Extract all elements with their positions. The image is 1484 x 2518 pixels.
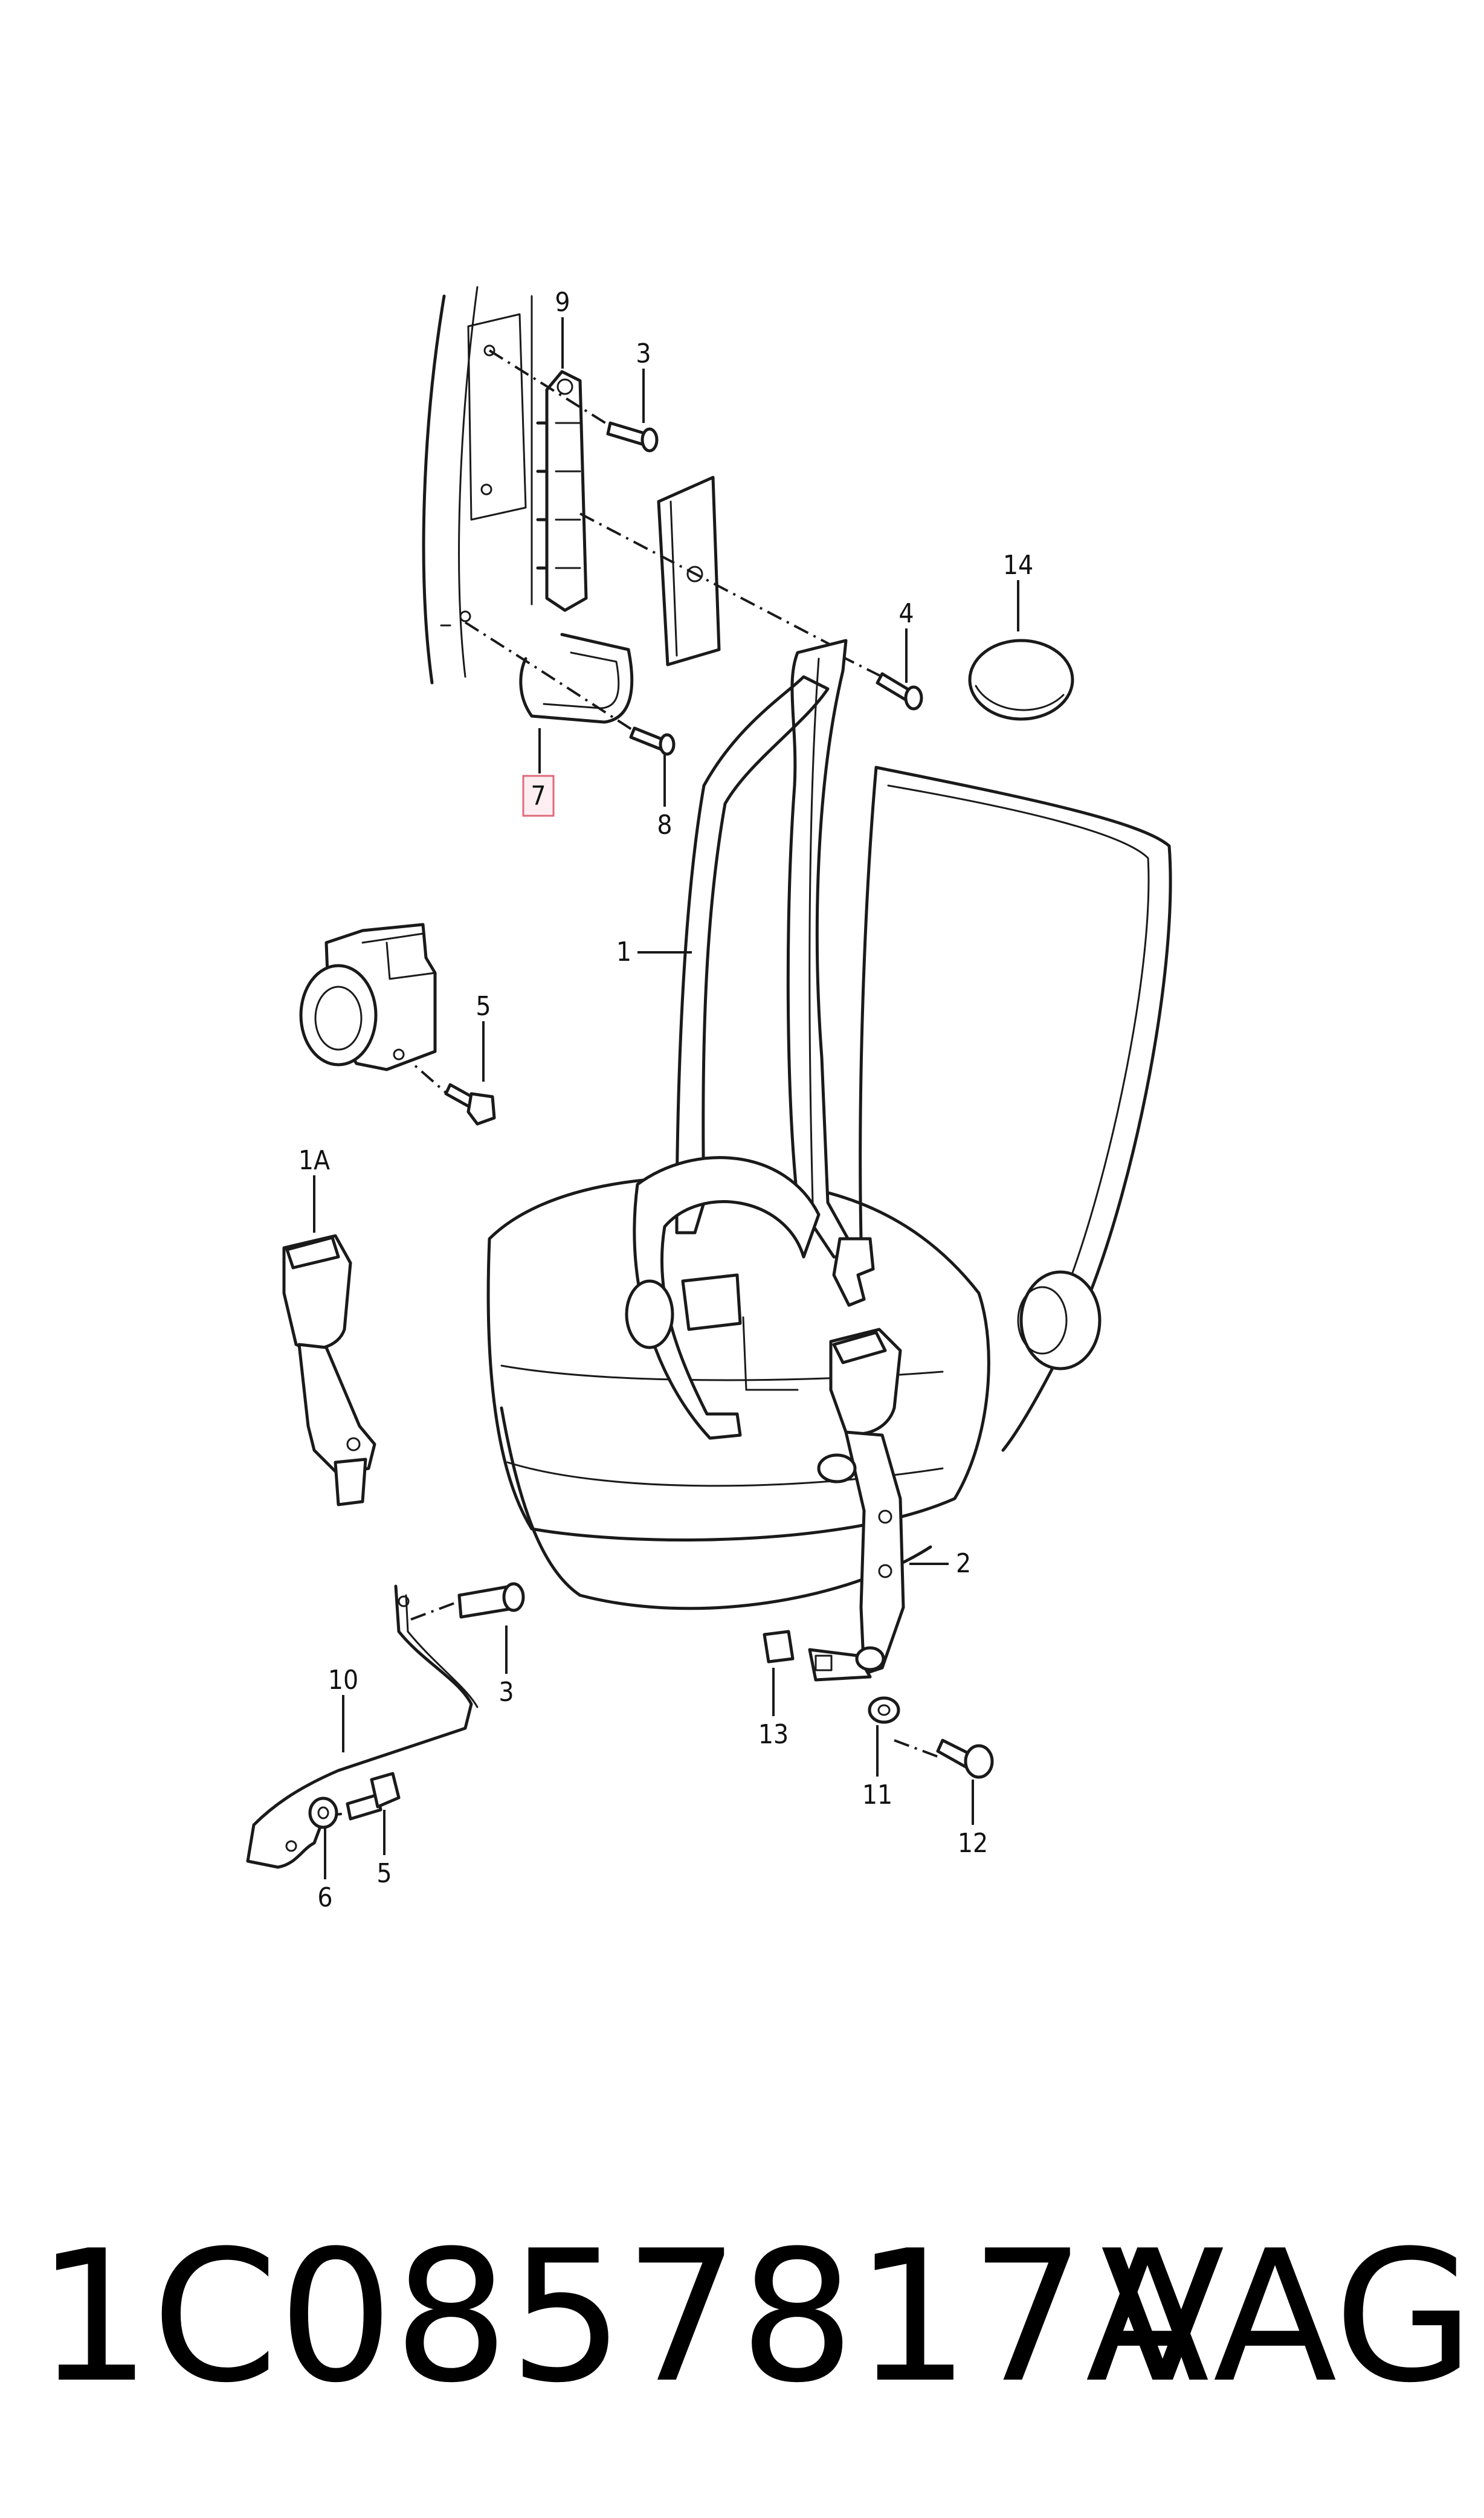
callout-14: 14 [1003,550,1033,581]
callout-3-lower: 3 [498,1677,514,1708]
part-number: 1C0857817A [36,2212,1210,2423]
seat-belt-exploded-diagram: 9 3 4 14 7 8 1 5 1A 2 10 3 13 11 12 5 6 [246,286,1172,1913]
seat [486,766,1172,1610]
callout-10: 10 [328,1665,358,1696]
callout-5: 5 [476,991,491,1022]
callout-1: 1 [616,937,631,967]
b-pillar [422,286,533,685]
callout-4: 4 [898,598,914,629]
part-footer: 1C0857817A VAG [36,2218,1474,2417]
bracket-hardware [308,1772,401,1829]
callout-7-highlight [522,775,555,817]
belt-retractor [299,923,437,1071]
washer [868,1696,900,1724]
belt-webbing [625,639,875,1440]
guide-loop [519,633,634,724]
callouts: 9 3 4 14 7 8 1 5 1A 2 10 3 13 11 12 5 6 [298,287,1033,1913]
callout-2: 2 [956,1548,971,1579]
leader-lines [313,317,1019,1879]
callout-13: 13 [758,1719,789,1750]
callout-11: 11 [862,1780,892,1810]
callout-8: 8 [657,810,672,841]
callout-9: 9 [555,287,570,318]
brand-label: VAG [1100,2212,1474,2423]
assembly-lines [326,349,943,1817]
bolt-retractor [444,1083,496,1126]
callout-5-lower: 5 [376,1858,392,1889]
floor-bracket [246,1584,479,1869]
cover-cap [968,639,1074,721]
callout-1a: 1A [298,1145,330,1176]
buckle-1a [282,1234,376,1506]
bolt-bracket [457,1582,525,1619]
callout-6: 6 [317,1882,332,1913]
bolt-buckle [936,1738,994,1779]
screw-loop [629,726,676,756]
callout-7: 7 [531,781,546,812]
buckle-2 [808,1328,905,1682]
clip [763,1630,795,1664]
callout-12: 12 [958,1828,988,1859]
height-adjuster [536,370,588,612]
callout-3: 3 [636,338,651,369]
bolt-anchor [876,672,923,711]
bolt-upper [606,421,659,453]
